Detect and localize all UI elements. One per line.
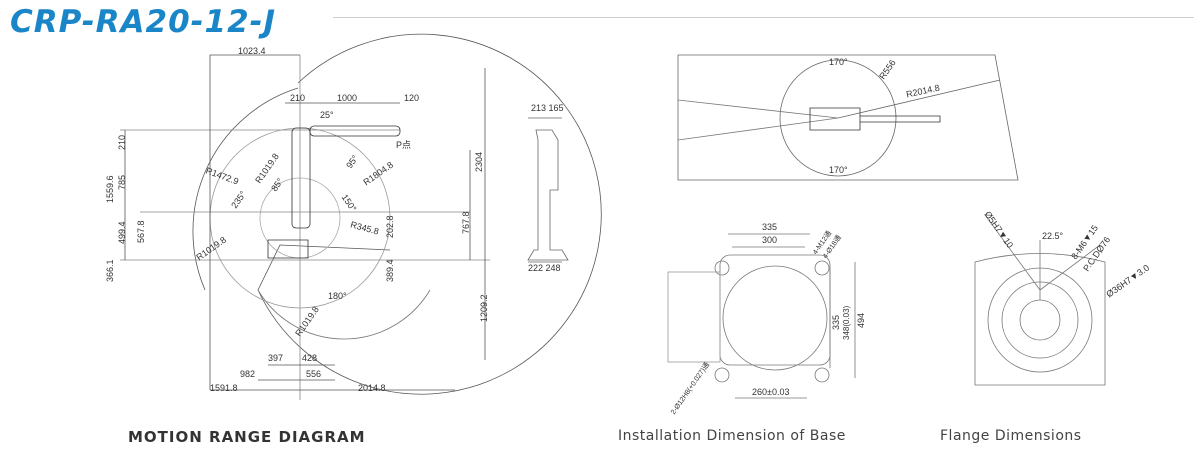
side-view-bottom-dims: 222 248 — [528, 263, 561, 273]
motion-range-drawing — [120, 33, 602, 400]
header-divider — [333, 17, 1194, 18]
dim-label: 300 — [762, 235, 778, 245]
motion-range-caption: MOTION RANGE DIAGRAM — [128, 428, 366, 446]
dim-label: 1000 — [337, 93, 358, 103]
dim-label: 120 — [404, 93, 420, 103]
dim-label: 210 — [290, 93, 306, 103]
dim-label: 180° — [328, 291, 347, 301]
dim-label: 2014.8 — [358, 383, 386, 393]
dim-label: 260±0.03 — [752, 387, 790, 397]
dim-label: 1559.6 — [105, 175, 115, 203]
dim-label: 556 — [306, 369, 322, 379]
flange-drawing — [974, 214, 1106, 386]
dim-label: 202.8 — [385, 215, 395, 238]
top-view-label: 170° — [829, 57, 848, 67]
dim-label: 397 — [268, 353, 284, 363]
dim-label: 210 — [117, 134, 127, 150]
dim-label: 567.8 — [136, 220, 146, 243]
base-caption: Installation Dimension of Base — [618, 428, 846, 444]
dim-label: 494 — [856, 312, 866, 328]
dim-label: 767.8 — [461, 211, 471, 234]
dim-label: 389.4 — [385, 259, 395, 282]
dim-label: 348(0.03) — [842, 305, 851, 340]
dim-label: P点 — [396, 140, 412, 150]
base-drawing — [667, 233, 856, 399]
dim-label: 499.4 — [117, 221, 127, 244]
dim-label: 22.5° — [1042, 231, 1064, 241]
dim-label: 366.1 — [105, 259, 115, 282]
top-view-label: 170° — [829, 165, 848, 175]
side-view-top-dims: 213 165 — [531, 103, 564, 113]
model-title: CRP-RA20-12-J — [10, 4, 277, 40]
dim-label: 1023.4 — [238, 46, 266, 56]
dim-label: 25° — [320, 110, 334, 120]
flange-caption: Flange Dimensions — [940, 428, 1082, 444]
dim-label: 1209.2 — [479, 294, 489, 322]
dim-label: 982 — [240, 369, 256, 379]
dim-label: 1591.8 — [210, 383, 238, 393]
dim-label: 2304 — [474, 151, 484, 172]
top-view-drawing — [677, 54, 1019, 181]
dim-label: 785 — [117, 174, 127, 190]
dim-label: 335 — [762, 222, 778, 232]
dim-label: 428 — [302, 353, 318, 363]
side-view-drawing — [527, 117, 569, 263]
dim-label: 335 — [831, 314, 841, 330]
